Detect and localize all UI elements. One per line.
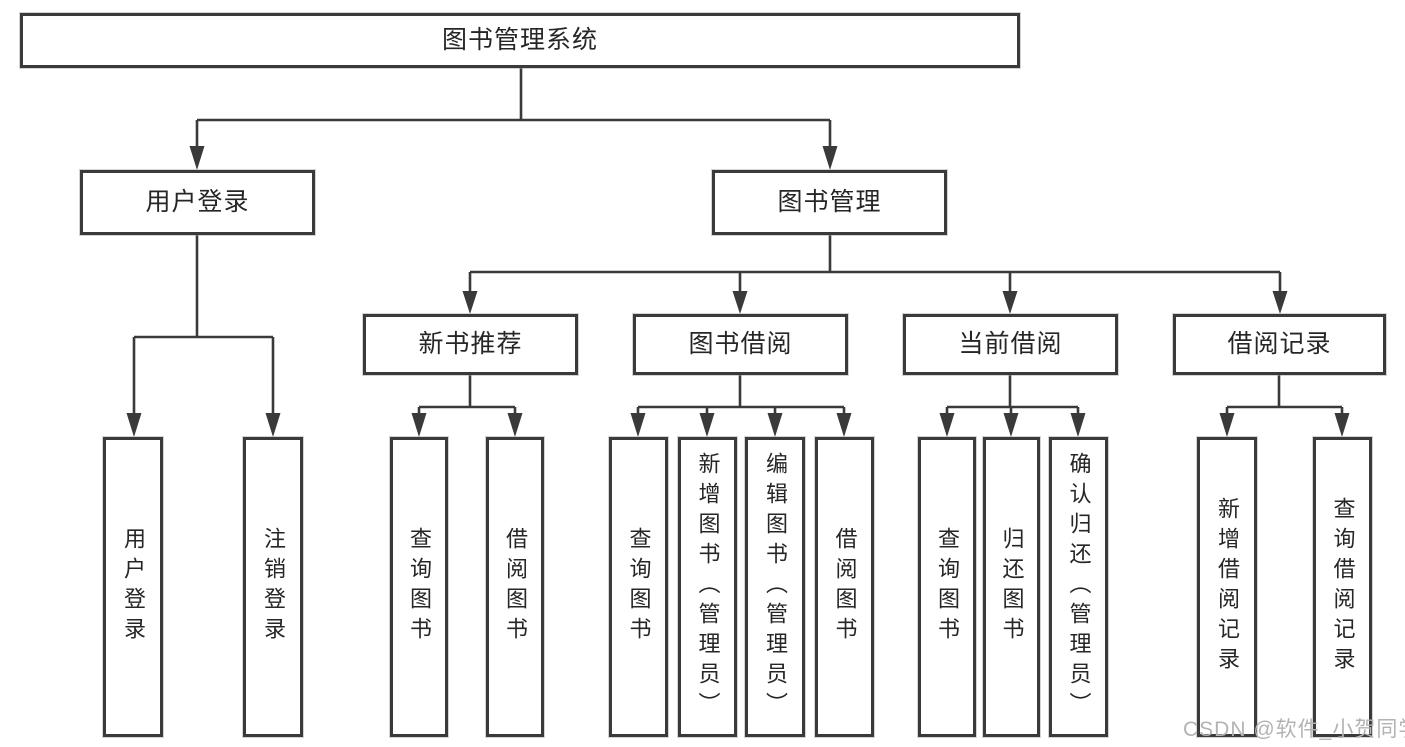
node-new-books: 新书推荐 — [363, 314, 578, 375]
leaf-add-books-admin: 新增图书（管理员） — [678, 437, 737, 737]
arrowhead-icon — [126, 413, 142, 437]
leaf-add-borrow-record-label: 新增借阅记录 — [1215, 497, 1240, 677]
arrowhead-icon — [1272, 291, 1288, 314]
arrowhead-icon — [822, 146, 838, 170]
leaf-query-books-borrow-label: 查询图书 — [626, 527, 652, 647]
leaf-logout-label: 注销登录 — [261, 527, 286, 647]
arrowhead-icon — [732, 291, 748, 314]
leaf-confirm-return-admin: 确认归还（管理员） — [1049, 437, 1108, 737]
arrowhead-icon — [411, 413, 427, 437]
leaf-borrow-books-newbooks-label: 借阅图书 — [503, 527, 528, 647]
arrowhead-icon — [630, 413, 646, 437]
watermark: CSDN @软件_小贺同学 — [1183, 718, 1405, 741]
node-borrow-records-label: 借阅记录 — [1227, 330, 1332, 358]
arrowhead-icon — [462, 291, 478, 314]
arrowhead-icon — [1003, 413, 1019, 437]
leaf-confirm-return-admin-label: 确认归还（管理员） — [1066, 452, 1092, 722]
leaf-query-borrow-record-label: 查询借阅记录 — [1330, 497, 1356, 677]
connector-root — [195, 68, 832, 148]
leaf-user-login-label: 用户登录 — [121, 527, 146, 647]
arrowhead-icon — [1219, 413, 1235, 437]
connector-user-login — [132, 235, 275, 415]
leaf-borrow-books-borrow-label: 借阅图书 — [832, 527, 858, 647]
arrowhead-icon — [1070, 413, 1086, 437]
leaf-query-books-newbooks: 查询图书 — [390, 437, 448, 737]
leaf-borrow-books-newbooks: 借阅图书 — [486, 437, 544, 737]
node-root-label: 图书管理系统 — [441, 26, 598, 54]
node-root: 图书管理系统 — [20, 13, 1020, 68]
leaf-query-books-current: 查询图书 — [918, 437, 976, 737]
node-user-login: 用户登录 — [80, 170, 315, 235]
node-borrow-records: 借阅记录 — [1173, 314, 1386, 375]
connector-book-borrow — [636, 375, 846, 415]
node-book-mgmt: 图书管理 — [712, 170, 947, 235]
arrowhead-icon — [836, 413, 852, 437]
leaf-borrow-books-borrow: 借阅图书 — [815, 437, 874, 737]
node-book-borrow-label: 图书借阅 — [688, 330, 793, 358]
connector-new-books — [417, 375, 517, 415]
leaf-query-books-current-label: 查询图书 — [935, 527, 960, 647]
node-book-borrow: 图书借阅 — [633, 314, 848, 375]
leaf-edit-books-admin: 编辑图书（管理员） — [745, 437, 805, 737]
arrowhead-icon — [699, 413, 715, 437]
arrowhead-icon — [1002, 291, 1018, 314]
leaf-query-books-borrow: 查询图书 — [609, 437, 668, 737]
arrowhead-icon — [1334, 413, 1350, 437]
node-new-books-label: 新书推荐 — [418, 330, 523, 358]
arrowhead-icon — [189, 146, 205, 170]
leaf-logout: 注销登录 — [243, 437, 303, 737]
arrowhead-icon — [265, 413, 281, 437]
arrowhead-icon — [507, 413, 523, 437]
connector-current-borrow — [945, 375, 1080, 415]
leaf-query-books-newbooks-label: 查询图书 — [407, 527, 432, 647]
node-current-borrow: 当前借阅 — [903, 314, 1118, 375]
leaf-edit-books-admin-label: 编辑图书（管理员） — [763, 452, 788, 722]
node-user-login-label: 用户登录 — [145, 188, 250, 216]
leaf-add-books-admin-label: 新增图书（管理员） — [695, 452, 721, 722]
leaf-user-login: 用户登录 — [103, 437, 163, 737]
leaf-return-books-label: 归还图书 — [999, 527, 1025, 647]
connector-borrow-records — [1225, 375, 1344, 415]
node-current-borrow-label: 当前借阅 — [958, 330, 1063, 358]
arrowhead-icon — [939, 413, 955, 437]
leaf-add-borrow-record: 新增借阅记录 — [1197, 437, 1257, 737]
arrowhead-icon — [767, 413, 783, 437]
leaf-query-borrow-record: 查询借阅记录 — [1313, 437, 1372, 737]
node-book-mgmt-label: 图书管理 — [777, 188, 882, 216]
connector-book-mgmt — [468, 235, 1282, 293]
leaf-return-books: 归还图书 — [983, 437, 1040, 737]
